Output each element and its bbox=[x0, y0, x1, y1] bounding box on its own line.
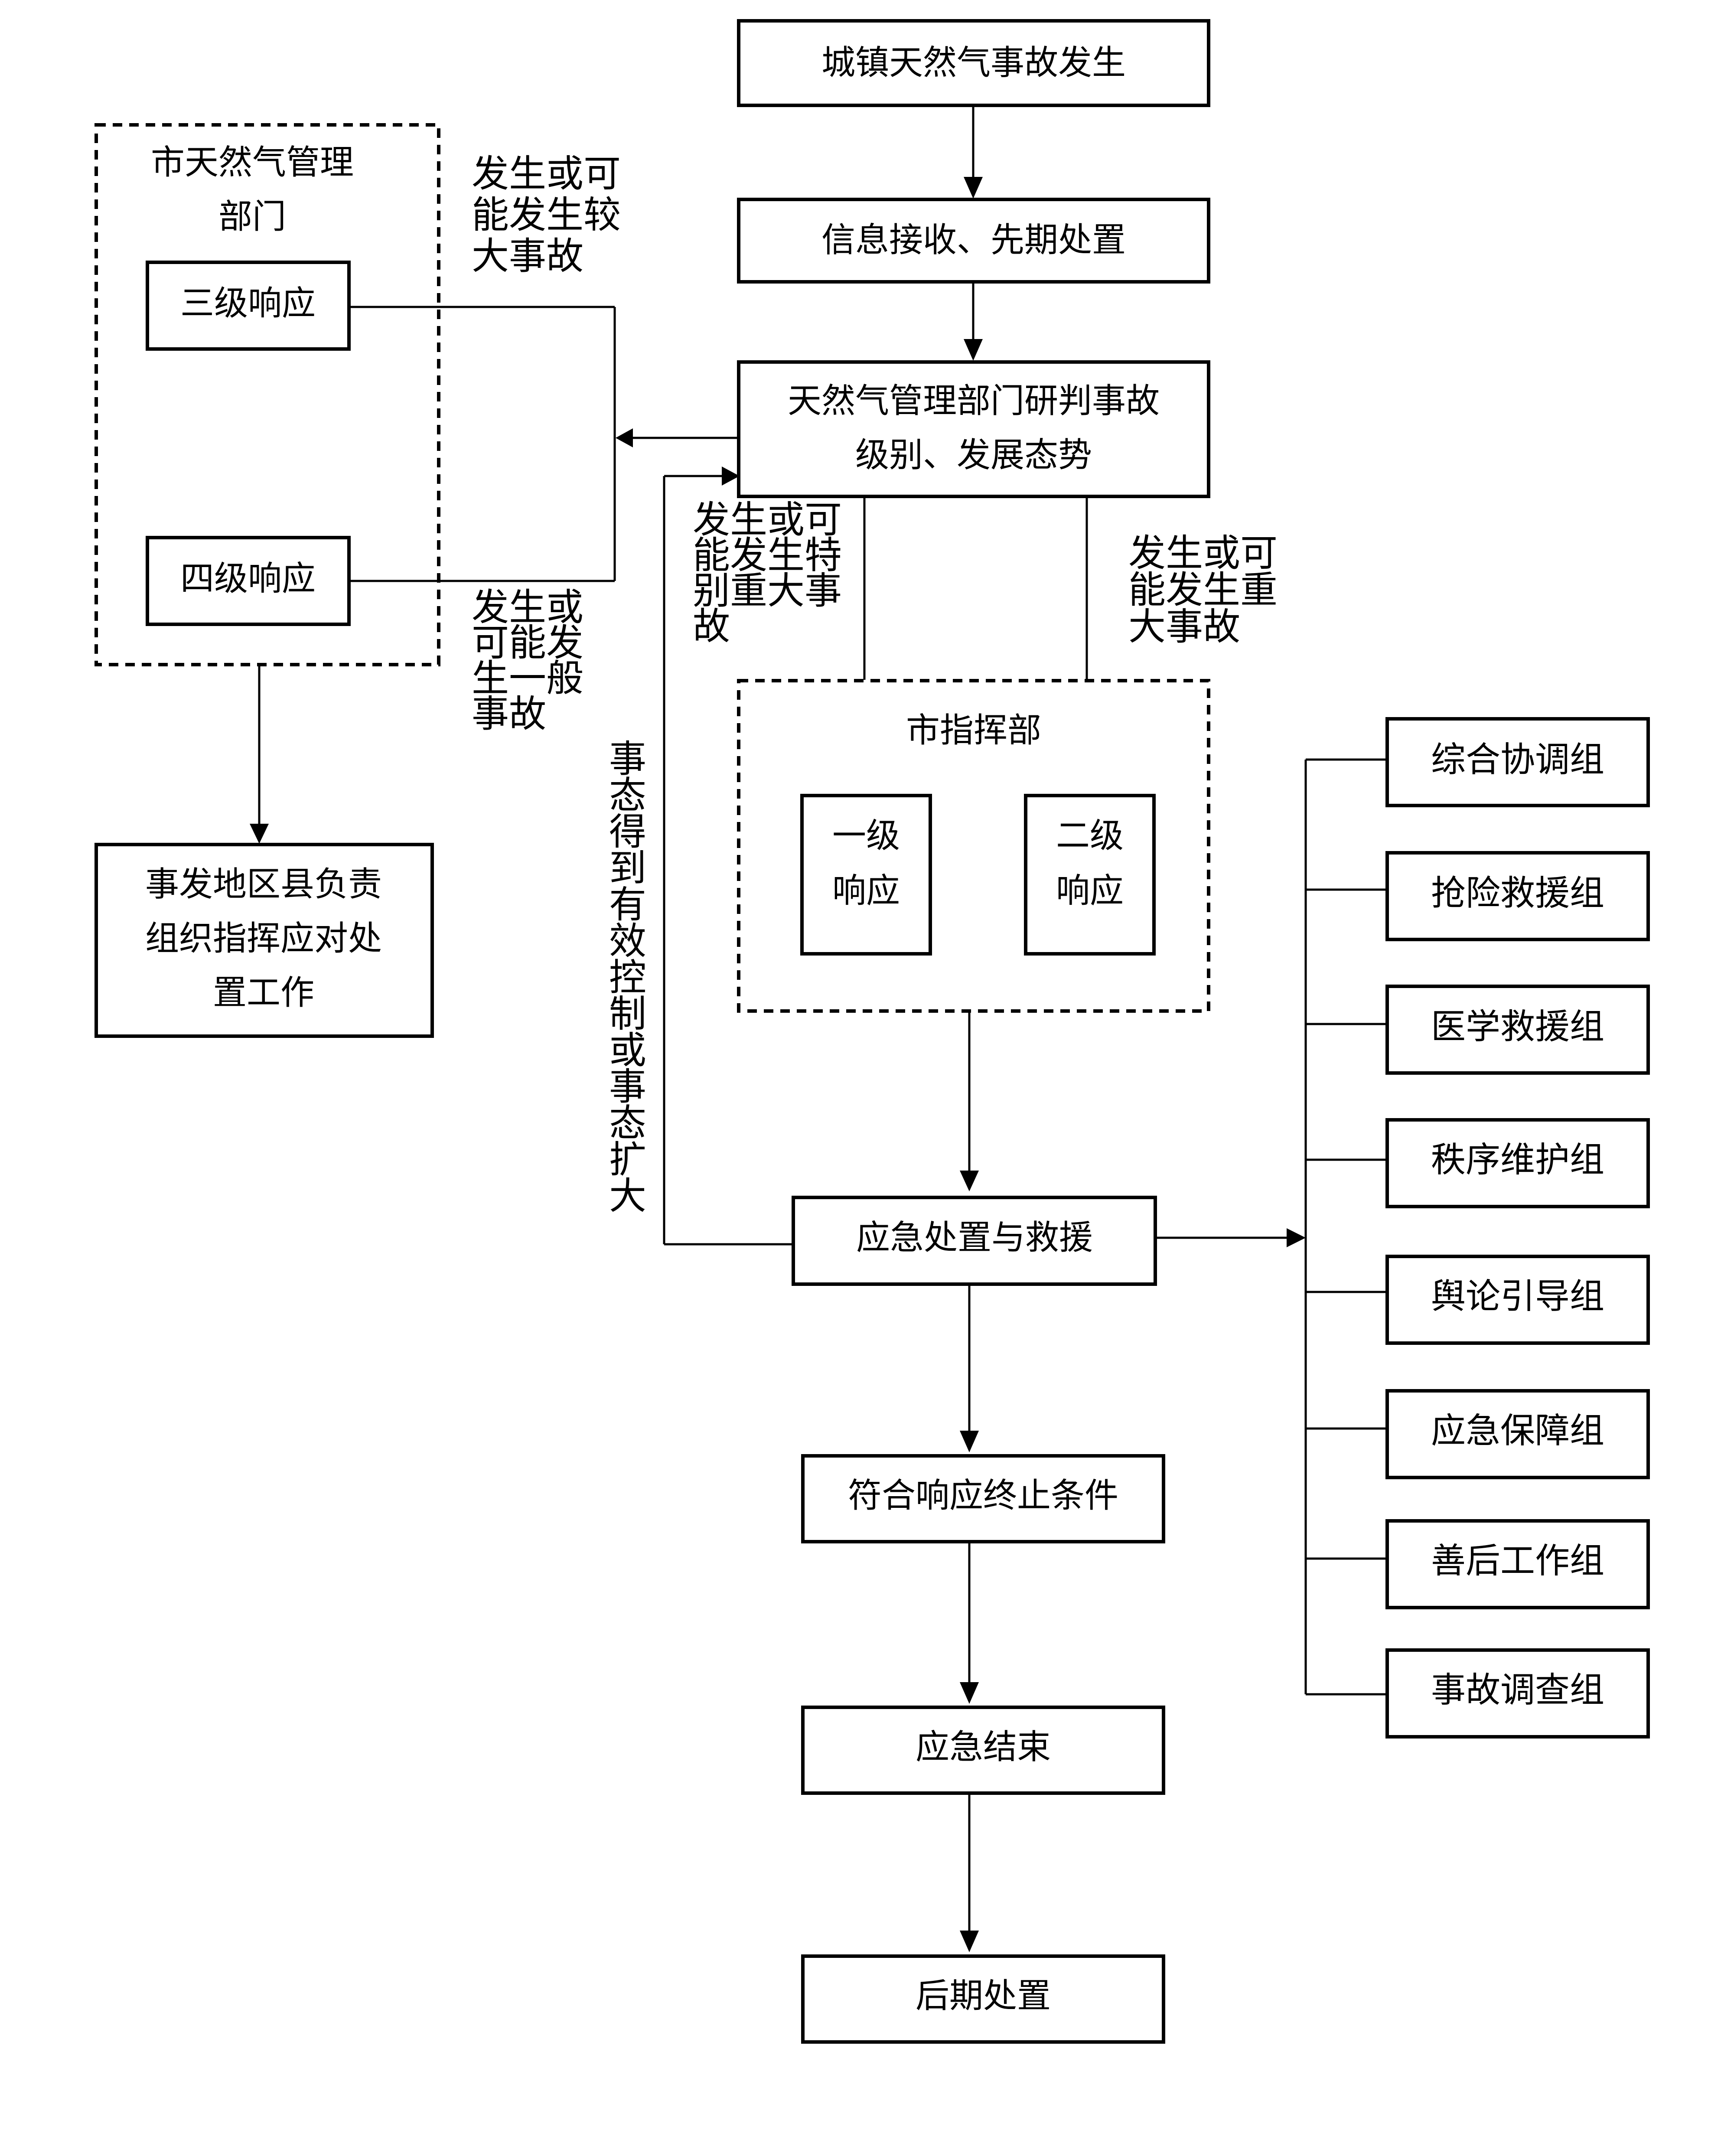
node-emergency-response-label: 应急处置与救援 bbox=[856, 1218, 1093, 1257]
annotation-general-line-1: 发生或 bbox=[472, 586, 583, 629]
annotation-especially-major-line-2: 能发生特 bbox=[693, 534, 842, 577]
annotation-general-line-3: 生一般 bbox=[472, 657, 583, 700]
group-item-3-label: 医学救援组 bbox=[1431, 1007, 1604, 1047]
node-level3-label: 三级响应 bbox=[180, 284, 316, 323]
arrow-to-end bbox=[960, 1682, 979, 1704]
annotation-especially-major-line-3: 别重大事 bbox=[693, 569, 842, 613]
annotation-major-line-3: 大事故 bbox=[1128, 605, 1240, 649]
group-list: 综合协调组 抢险救援组 医学救援组 秩序维护组 舆论引导组 应急保障组 善后工作… bbox=[1385, 717, 1650, 1738]
node-county-line-3: 置工作 bbox=[213, 973, 314, 1012]
city-mgmt-dept-line-1: 市天然气管理 bbox=[151, 143, 354, 182]
feedback-char-3: 得 bbox=[609, 810, 646, 854]
city-hq-label: 市指挥部 bbox=[906, 711, 1041, 750]
node-accident-occurs-label: 城镇天然气事故发生 bbox=[821, 43, 1126, 82]
node-level3: 三级响应 bbox=[146, 261, 351, 351]
arrow-to-bracket bbox=[616, 428, 633, 447]
group-item-8: 事故调查组 bbox=[1385, 1648, 1650, 1738]
node-termination: 符合响应终止条件 bbox=[801, 1454, 1165, 1543]
feedback-char-11: 态 bbox=[609, 1102, 646, 1145]
arrow-to-response bbox=[960, 1171, 979, 1191]
node-accident-occurs: 城镇天然气事故发生 bbox=[737, 19, 1210, 107]
arrow-to-groups bbox=[1287, 1228, 1306, 1247]
node-level1-line-1: 一级 bbox=[832, 816, 900, 855]
feedback-char-7: 控 bbox=[609, 956, 646, 999]
group-item-1: 综合协调组 bbox=[1385, 717, 1650, 807]
node-county: 事发地区县负责 组织指挥应对处 置工作 bbox=[95, 843, 434, 1038]
group-item-5: 舆论引导组 bbox=[1385, 1255, 1650, 1345]
annotation-larger-line-1: 发生或可 bbox=[472, 152, 621, 196]
group-item-7: 善后工作组 bbox=[1385, 1519, 1650, 1609]
annotation-general-line-2: 可能发 bbox=[472, 621, 583, 665]
node-level2-line-2: 响应 bbox=[1056, 871, 1124, 910]
city-mgmt-dept-line-2: 部门 bbox=[218, 197, 286, 236]
node-level4: 四级响应 bbox=[146, 536, 351, 626]
annotation-major-line-1: 发生或可 bbox=[1128, 532, 1278, 575]
group-item-2: 抢险救援组 bbox=[1385, 851, 1650, 941]
arrow-to-assess bbox=[964, 339, 983, 361]
group-item-3: 医学救援组 bbox=[1385, 985, 1650, 1075]
annotation-major: 发生或可 能发生重 大事故 bbox=[1128, 532, 1278, 649]
annotation-larger-line-3: 大事故 bbox=[472, 235, 583, 278]
group-item-7-label: 善后工作组 bbox=[1431, 1541, 1604, 1581]
feedback-char-12: 扩 bbox=[609, 1138, 646, 1181]
annotation-feedback-vertical: 事 态 得 到 有 效 控 制 或 事 态 扩 大 bbox=[609, 737, 646, 1218]
node-aftermath-label: 后期处置 bbox=[916, 1977, 1051, 2016]
group-item-6-label: 应急保障组 bbox=[1431, 1411, 1604, 1451]
group-item-8-label: 事故调查组 bbox=[1431, 1670, 1604, 1710]
feedback-char-5: 有 bbox=[609, 883, 646, 926]
arrowheads bbox=[250, 177, 1306, 1952]
annotation-larger-line-2: 能发生较 bbox=[472, 193, 621, 237]
annotation-especially-major-line-4: 故 bbox=[693, 605, 730, 648]
group-item-6: 应急保障组 bbox=[1385, 1389, 1650, 1479]
annotation-general-line-4: 事故 bbox=[472, 692, 546, 736]
group-item-4: 秩序维护组 bbox=[1385, 1118, 1650, 1208]
group-item-1-label: 综合协调组 bbox=[1431, 740, 1604, 780]
group-city-hq: 市指挥部 bbox=[737, 679, 1210, 1013]
annotation-general-accident: 发生或 可能发 生一般 事故 bbox=[472, 586, 583, 736]
feedback-char-10: 事 bbox=[609, 1065, 646, 1109]
node-termination-label: 符合响应终止条件 bbox=[848, 1476, 1118, 1515]
arrow-to-county bbox=[250, 824, 269, 844]
node-level4-label: 四级响应 bbox=[180, 559, 316, 598]
node-info-receive-label: 信息接收、先期处置 bbox=[821, 221, 1126, 260]
feedback-char-13: 大 bbox=[609, 1174, 646, 1218]
node-county-line-2: 组织指挥应对处 bbox=[145, 919, 382, 958]
feedback-char-9: 或 bbox=[609, 1029, 646, 1072]
node-end: 应急结束 bbox=[801, 1706, 1165, 1795]
feedback-char-1: 事 bbox=[609, 737, 646, 781]
arrow-feedback-to-assess bbox=[722, 466, 740, 486]
feedback-char-8: 制 bbox=[609, 992, 646, 1036]
node-level2: 二级 响应 bbox=[1024, 794, 1156, 956]
annotation-especially-major-line-1: 发生或可 bbox=[693, 498, 842, 541]
node-level1: 一级 响应 bbox=[800, 794, 932, 956]
group-item-4-label: 秩序维护组 bbox=[1431, 1140, 1604, 1180]
feedback-char-6: 效 bbox=[609, 920, 646, 963]
annotation-larger-accident: 发生或可 能发生较 大事故 bbox=[472, 152, 621, 278]
node-level1-line-2: 响应 bbox=[832, 871, 900, 910]
arrow-to-info bbox=[964, 177, 983, 199]
feedback-char-2: 态 bbox=[609, 774, 646, 817]
group-city-mgmt-dept: 市天然气管理 部门 bbox=[95, 123, 440, 666]
annotation-especially-major: 发生或可 能发生特 别重大事 故 bbox=[693, 498, 842, 648]
arrow-to-aftermath bbox=[960, 1931, 979, 1952]
arrow-to-termination bbox=[960, 1431, 979, 1452]
group-item-2-label: 抢险救援组 bbox=[1431, 873, 1604, 913]
node-county-line-1: 事发地区县负责 bbox=[145, 865, 382, 904]
node-info-receive: 信息接收、先期处置 bbox=[737, 198, 1210, 284]
feedback-char-4: 到 bbox=[609, 847, 646, 890]
annotation-major-line-2: 能发生重 bbox=[1128, 568, 1278, 612]
connectors bbox=[258, 106, 1387, 1931]
node-assess-line-2: 级别、发展态势 bbox=[855, 436, 1092, 475]
node-level2-line-1: 二级 bbox=[1056, 816, 1124, 855]
node-assess-line-1: 天然气管理部门研判事故 bbox=[788, 382, 1160, 421]
node-aftermath: 后期处置 bbox=[801, 1954, 1165, 2044]
node-assess: 天然气管理部门研判事故 级别、发展态势 bbox=[737, 360, 1210, 498]
group-item-5-label: 舆论引导组 bbox=[1431, 1276, 1604, 1317]
node-emergency-response: 应急处置与救援 bbox=[792, 1196, 1157, 1286]
node-end-label: 应急结束 bbox=[916, 1728, 1051, 1767]
